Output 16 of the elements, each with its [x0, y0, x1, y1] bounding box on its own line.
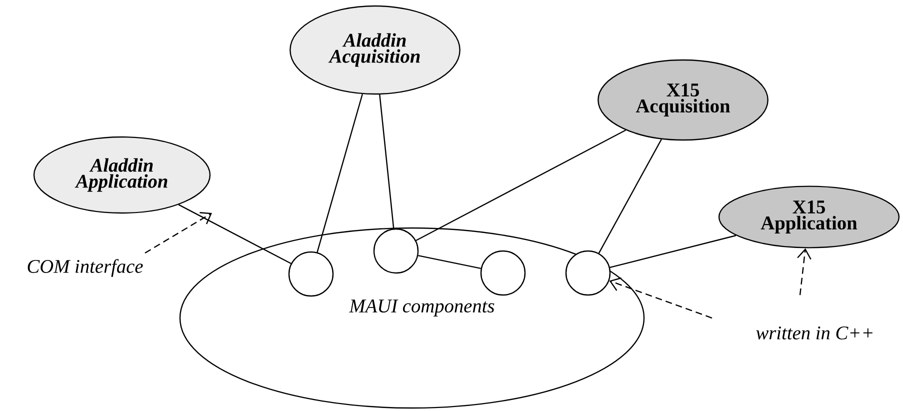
component-circle [288, 251, 334, 297]
annotation-text: written in C++ [756, 326, 872, 340]
connector-line [178, 204, 292, 264]
connector-line [418, 254, 481, 270]
component-circle [480, 250, 526, 296]
component-circle [565, 250, 611, 296]
connector-line [316, 94, 363, 252]
dashed-arrow [797, 248, 812, 296]
dashed-arrow [144, 212, 212, 254]
component-circle [373, 228, 419, 274]
dashed-arrow [609, 277, 712, 319]
connector-line [416, 130, 626, 242]
connector-line [379, 94, 394, 229]
annotation-text: COM interface [28, 259, 143, 277]
connector-line [598, 139, 662, 254]
connector-line [610, 234, 736, 268]
